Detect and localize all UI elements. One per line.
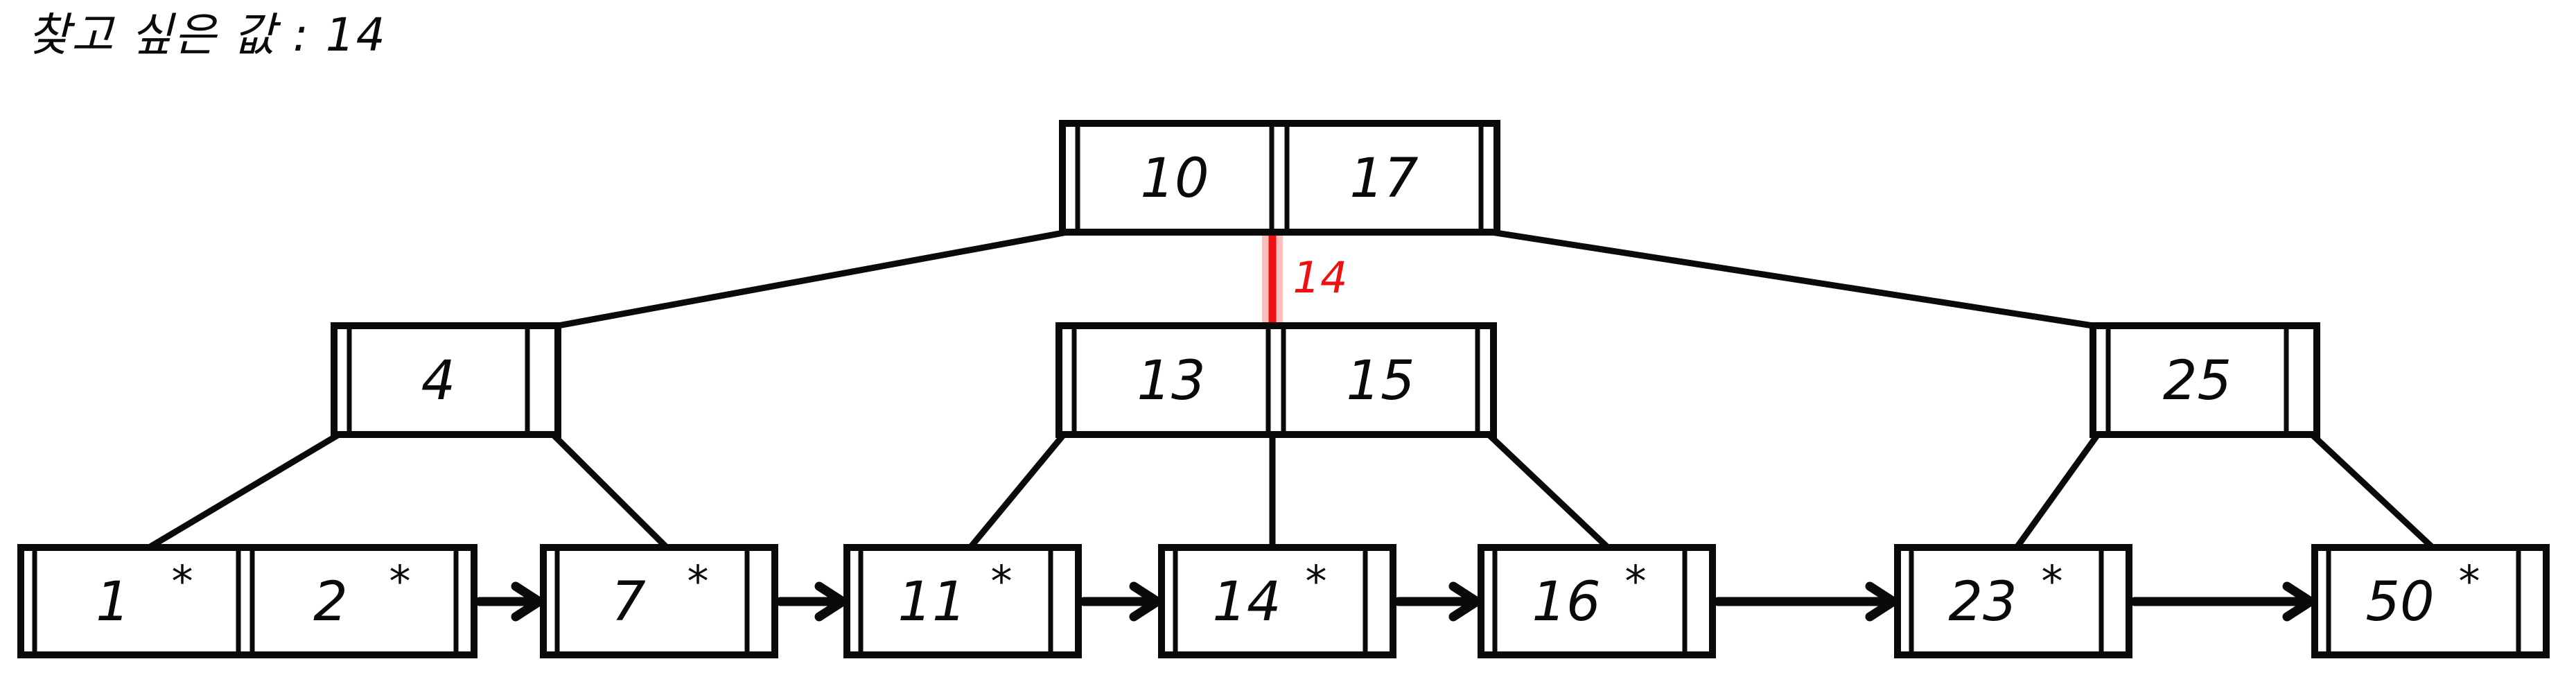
node-outline	[843, 544, 1082, 658]
leaf-link-arrow	[1713, 581, 1898, 622]
tree-node-n25[interactable]: 25	[2089, 322, 2320, 438]
tree-edge-n4-left-ptr	[146, 431, 342, 551]
leaf-link-arrows-layer	[475, 581, 2315, 622]
node-outline	[2311, 544, 2550, 658]
highlight-label: 14	[1293, 252, 1348, 303]
tree-node-l4[interactable]: 14 *	[1158, 544, 1396, 658]
node-key: 13	[1137, 350, 1205, 412]
node-key: 11	[897, 571, 966, 633]
tree-edge-n25-right-ptr	[2308, 431, 2436, 551]
node-key: 2	[313, 571, 348, 633]
node-outline	[331, 322, 561, 438]
node-key: 50	[2365, 571, 2434, 633]
node-outline	[1478, 544, 1716, 658]
record-pointer-star-icon: *	[991, 556, 1013, 607]
tree-edge-n4-right-ptr	[550, 431, 670, 551]
node-outline	[1055, 322, 1497, 438]
tree-edge-root-right-ptr	[1488, 229, 2096, 329]
record-pointer-star-icon: *	[1306, 556, 1327, 607]
tree-node-l5[interactable]: 16 *	[1478, 544, 1716, 658]
node-key: 1	[96, 571, 130, 633]
tree-node-l7[interactable]: 50 *	[2311, 544, 2550, 658]
node-outline	[1059, 120, 1500, 236]
node-outline	[540, 544, 778, 658]
record-pointer-star-icon: *	[2042, 556, 2063, 607]
record-pointer-star-icon: *	[1625, 556, 1647, 607]
tree-node-n1315[interactable]: 13 15	[1055, 322, 1497, 438]
tree-edge-n1315-left-ptr	[967, 431, 1067, 551]
node-outline	[1894, 544, 2132, 658]
record-pointer-star-icon: *	[389, 556, 411, 607]
node-key: 17	[1349, 148, 1418, 210]
node-key: 4	[421, 350, 456, 412]
leaf-link-arrow	[1079, 581, 1162, 622]
node-outline	[1158, 544, 1396, 658]
tree-edge-root-left-ptr	[554, 229, 1071, 329]
tree-node-root[interactable]: 10 17	[1059, 120, 1500, 236]
tree-node-l6[interactable]: 23 *	[1894, 544, 2132, 658]
tree-node-n4[interactable]: 4	[331, 322, 561, 438]
search-path-highlight: 14	[1262, 220, 1348, 336]
tree-node-l2[interactable]: 7*	[540, 544, 778, 658]
tree-edge-n25-left-ptr	[2013, 431, 2101, 551]
tree-edges-layer	[146, 229, 2436, 551]
node-key: 14	[1212, 571, 1281, 633]
leaf-link-arrow	[776, 581, 848, 622]
node-key: 25	[2163, 350, 2232, 412]
node-outline	[2089, 322, 2320, 438]
tree-node-l3[interactable]: 11 *	[843, 544, 1082, 658]
node-key: 16	[1532, 571, 1600, 633]
node-key: 23	[1948, 571, 2017, 633]
page-title: 찾고 싶은 값 : 14	[28, 8, 387, 62]
record-pointer-star-icon: *	[687, 556, 709, 607]
leaf-link-arrow	[1394, 581, 1482, 622]
record-pointer-star-icon: *	[172, 556, 193, 607]
node-key: 15	[1346, 350, 1414, 412]
tree-edge-n1315-right-ptr	[1485, 431, 1611, 551]
record-pointer-star-icon: *	[2459, 556, 2480, 607]
tree-node-l1[interactable]: 1 * 2 *	[17, 544, 477, 658]
node-key: 7	[611, 571, 646, 633]
leaf-link-arrow	[475, 581, 544, 622]
leaf-link-arrow	[2130, 581, 2315, 622]
node-outline	[17, 544, 477, 658]
node-key: 10	[1140, 148, 1209, 210]
